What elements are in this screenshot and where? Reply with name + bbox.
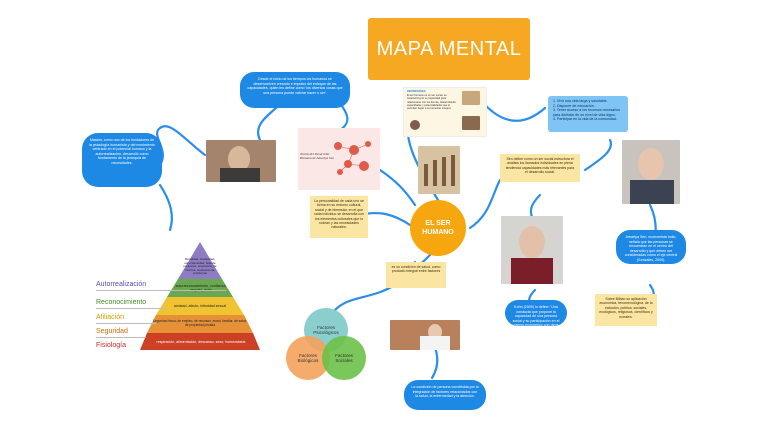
note-bubble-sen: Amartya Sen, economista indio, señala qu… <box>616 230 686 264</box>
list-item: 3. Tener acceso a los recursos necesario… <box>553 108 621 117</box>
note-bubble-health: La condición de persona constituida por … <box>404 380 486 410</box>
pyramid-level-5 <box>140 333 260 350</box>
maslow-pyramid: Moralidad, creatividad, espontaneidad, f… <box>96 242 260 352</box>
photo-doctor <box>390 320 460 350</box>
sen-theory-card: Teoría del Desarrollo Humano de Amartya … <box>298 128 380 190</box>
capabilities-list: 1. Vivir una vida larga y saludable. 2. … <box>548 96 628 132</box>
list-item: 2. Disponer de educación. <box>553 103 595 108</box>
definitions-panel: DEFINICIONES El ser humano es un ser soc… <box>403 87 487 137</box>
note-bubble-kohn: Kohn (2009) lo define: 'Una conducta que… <box>505 300 567 326</box>
center-line-2: HUMANO <box>422 229 454 236</box>
caption-line-2: Humano de Amartya Sen <box>300 156 334 161</box>
page-title: MAPA MENTAL <box>376 37 522 60</box>
photo-maslow <box>206 140 276 182</box>
pyramid-desc-5: respiración, alimentación, descanso, sex… <box>156 339 246 344</box>
pyramid-label-2: Reconocimiento <box>96 299 147 306</box>
shirt-shape <box>511 258 553 284</box>
title-box: MAPA MENTAL <box>368 18 530 80</box>
note-personality: La personalidad de cada uno se forma en … <box>310 196 368 238</box>
shirt-shape <box>220 168 260 182</box>
note-dimensions: Sobre Bilbao su aplicación económica, fe… <box>595 294 657 326</box>
center-label: EL SER HUMANO <box>422 219 454 237</box>
photo-sen <box>501 216 563 284</box>
venn-circle-social: Factores Sociales <box>322 336 366 380</box>
connector <box>468 178 502 230</box>
pyramid-desc-4: Seguridad física, de empleo, de recursos… <box>152 318 248 327</box>
pyramid-level-2 <box>167 279 233 297</box>
shirt-shape <box>630 180 674 204</box>
pyramid-level-1 <box>178 242 222 279</box>
list-item: 1. Vivir una vida larga y saludable. <box>553 99 608 103</box>
connector <box>583 138 613 172</box>
divider-line <box>96 290 226 291</box>
list-item: 4. Participar en la vida de la comunidad… <box>553 117 617 122</box>
pyramid-label-3: Afiliación <box>96 314 125 321</box>
pyramid-desc-2: autorreconocimiento, confianza, respeto,… <box>175 283 227 292</box>
pyramid-desc-1: Moralidad, creatividad, espontaneidad, f… <box>183 257 217 276</box>
definitions-photo-1 <box>462 91 480 105</box>
definitions-photo-3 <box>410 120 420 130</box>
definitions-title: DEFINICIONES <box>407 90 426 93</box>
note-sen-definition: Sen define como un ser social estructura… <box>500 154 580 182</box>
pyramid-label-4: Seguridad <box>96 328 128 335</box>
pyramid-level-3 <box>156 297 244 315</box>
note-bubble-top: Desde el inicio de los tiempos los human… <box>240 72 350 108</box>
connector <box>483 103 547 122</box>
note-health-condition: es su condición de salud, como producto … <box>386 262 446 288</box>
definitions-text: El ser humano es un ser social, se carac… <box>407 94 456 111</box>
face-shape <box>228 146 250 172</box>
divider-line <box>96 337 146 338</box>
molecule-graphic <box>330 138 376 178</box>
face-shape <box>519 226 545 258</box>
sen-theory-caption: Teoría del Desarrollo Humano de Amartya … <box>300 152 334 160</box>
caption-line-1: Teoría del Desarrollo <box>300 152 330 156</box>
connector <box>378 168 417 207</box>
venn-label-social: Factores Sociales <box>335 353 353 363</box>
face-shape <box>638 148 664 180</box>
center-node: EL SER HUMANO <box>410 200 466 256</box>
connector <box>158 183 174 232</box>
definitions-photo-2 <box>462 116 480 130</box>
divider-line <box>96 323 156 324</box>
connector <box>333 283 397 312</box>
pyramid-desc-3: amistad, afecto, intimidad sexual <box>173 303 227 308</box>
venn-label-biological: Factores Biológicos <box>297 353 319 363</box>
divider-line <box>96 308 166 309</box>
center-line-1: EL SER <box>425 220 451 227</box>
venn-label-psychological: Factores Psicológicos <box>313 325 339 335</box>
photo-evolution <box>418 146 460 194</box>
pyramid-level-4 <box>147 315 253 333</box>
pyramid-label-1: Autorrealización <box>96 281 147 288</box>
note-bubble-maslow: Maslow, como uno de los fundadores de la… <box>82 133 162 187</box>
photo-old-man <box>622 140 680 204</box>
pyramid-label-5: Fisiología <box>96 342 126 349</box>
connector <box>156 125 207 167</box>
coat-shape <box>420 336 450 350</box>
